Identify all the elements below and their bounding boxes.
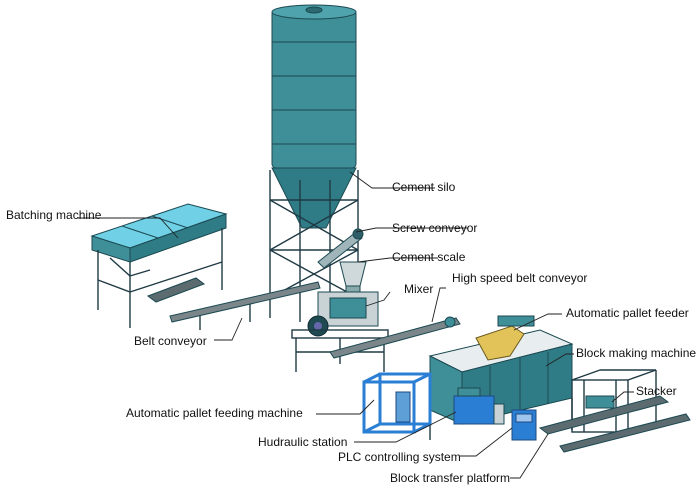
label-stacker: Stacker bbox=[636, 384, 677, 398]
automatic-pallet-feeding-machine bbox=[362, 372, 432, 434]
hydraulic-station bbox=[453, 387, 505, 425]
label-cement-silo: Cement silo bbox=[392, 180, 456, 194]
label-belt-conveyor: Belt conveyor bbox=[134, 334, 207, 348]
label-plc-controlling-system: PLC controlling system bbox=[338, 450, 461, 464]
cement-scale bbox=[339, 261, 367, 295]
block-transfer-platform bbox=[538, 395, 691, 453]
screw-conveyor bbox=[317, 228, 364, 269]
mixer bbox=[291, 291, 389, 372]
label-batching-machine: Batching machine bbox=[6, 208, 102, 222]
high-speed-belt-conveyor bbox=[329, 316, 461, 359]
label-mixer: Mixer bbox=[404, 282, 434, 296]
label-cement-scale: Cement scale bbox=[392, 250, 466, 264]
label-automatic-pallet-feeding-machine: Automatic pallet feeding machine bbox=[126, 406, 303, 420]
label-block-making-machine: Block making machine bbox=[576, 346, 697, 360]
belt-conveyor bbox=[169, 281, 321, 330]
label-hudraulic-station: Hudraulic station bbox=[258, 435, 348, 449]
label-block-transfer-platform: Block transfer platform bbox=[390, 471, 511, 485]
leader-lines bbox=[78, 171, 634, 479]
label-high-speed-belt-conveyor: High speed belt conveyor bbox=[452, 271, 588, 285]
label-automatic-pallet-feeder: Automatic pallet feeder bbox=[566, 306, 689, 320]
plc-controlling-system bbox=[511, 409, 537, 441]
automatic-pallet-feeder bbox=[475, 315, 535, 361]
label-screw-conveyor: Screw conveyor bbox=[392, 221, 478, 235]
